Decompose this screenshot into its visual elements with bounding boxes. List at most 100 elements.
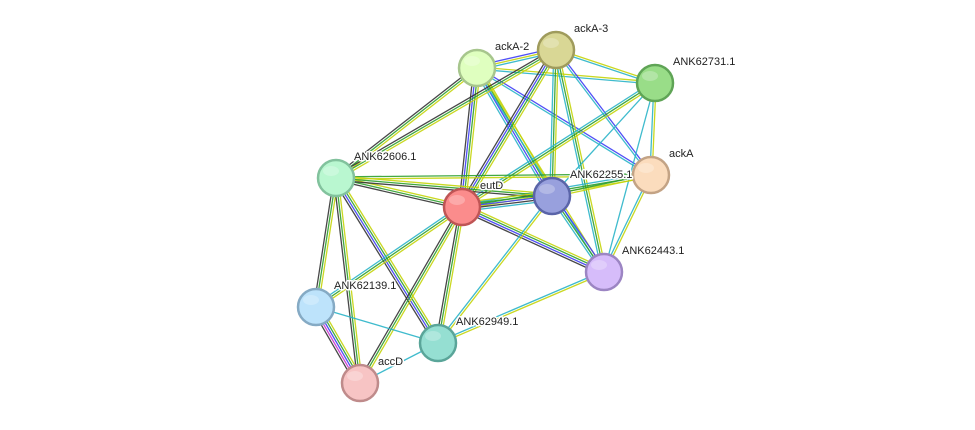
edge-evidence-line [462, 84, 657, 210]
edge-evidence-line [555, 49, 605, 273]
node-label: ackA [669, 148, 694, 160]
edge-evidence-line [477, 66, 656, 83]
node-label: accD [378, 356, 403, 368]
edge-ank62606-1-ank62255-1[interactable] [335, 175, 553, 199]
edge-ank62443-1-ank62949-1[interactable] [437, 270, 605, 345]
edge-acka-ank62606-1[interactable] [335, 173, 652, 180]
edge-evidence-line [437, 206, 463, 344]
edge-eutd-ank62139-1[interactable] [314, 204, 464, 310]
edge-evidence-line [336, 175, 553, 195]
edge-evidence-line [460, 209, 603, 276]
edge-evidence-line [334, 47, 556, 177]
edge-evidence-line [336, 175, 652, 180]
edges-layer [311, 47, 657, 386]
node-circle[interactable] [418, 323, 458, 363]
edge-evidence-line [435, 206, 461, 343]
node-label: ackA-3 [574, 23, 608, 35]
node-highlight [638, 163, 654, 173]
edge-evidence-line [316, 208, 464, 310]
edge-acka-2-ank62731-1[interactable] [476, 66, 656, 85]
edge-evidence-line [335, 173, 651, 178]
edge-evidence-line [557, 49, 607, 272]
edge-evidence-line [439, 207, 465, 344]
node-highlight [303, 295, 319, 305]
node-acka-2[interactable]: ackA-2 [457, 40, 531, 88]
edge-evidence-line [463, 203, 606, 270]
edge-ank62255-1-ank62949-1[interactable] [436, 194, 554, 345]
edge-evidence-line [361, 207, 465, 385]
edge-ank62731-1-ank62443-1[interactable] [603, 82, 656, 273]
node-highlight [591, 260, 607, 270]
edge-ank62139-1-ank62949-1[interactable] [315, 306, 439, 344]
edge-evidence-line [436, 194, 552, 343]
node-ank62949-1[interactable]: ANK62949.1 [418, 315, 520, 363]
node-circle[interactable] [316, 158, 356, 198]
edge-acka-3-eutd[interactable] [458, 47, 560, 210]
edge-evidence-line [335, 67, 478, 179]
edge-evidence-line [357, 205, 461, 383]
edge-eutd-ank62443-1[interactable] [460, 203, 606, 276]
edge-evidence-line [464, 68, 481, 208]
node-circle[interactable] [635, 63, 675, 103]
edge-ank62606-1-eutd[interactable] [335, 175, 463, 210]
node-ank62731-1[interactable]: ANK62731.1 [635, 55, 737, 103]
edge-evidence-line [551, 49, 557, 197]
edge-acka-2-eutd[interactable] [458, 67, 481, 208]
edge-evidence-line [549, 49, 555, 196]
edge-evidence-line [315, 206, 463, 308]
edge-evidence-line [335, 49, 557, 179]
edge-evidence-line [553, 50, 559, 197]
node-highlight [347, 371, 363, 381]
edge-acka-3-ank62255-1[interactable] [549, 49, 559, 197]
edge-eutd-ank62949-1[interactable] [435, 206, 465, 344]
edge-evidence-line [336, 175, 463, 206]
edge-evidence-line [333, 178, 359, 384]
edge-evidence-line [476, 68, 651, 177]
node-circle[interactable] [457, 48, 497, 88]
edge-evidence-line [554, 50, 651, 177]
node-circle[interactable] [631, 155, 671, 195]
edge-ank62606-1-ank62139-1[interactable] [313, 177, 339, 308]
node-acka-3[interactable]: ackA-3 [536, 22, 610, 70]
edge-evidence-line [335, 179, 552, 199]
edge-evidence-line [335, 177, 463, 208]
node-acka[interactable]: ackA [631, 147, 696, 195]
node-accd[interactable]: accD [340, 355, 405, 403]
node-eutd[interactable]: eutD [442, 179, 505, 227]
node-ank62255-1[interactable]: ANK62255.1 [532, 168, 634, 216]
node-highlight [539, 184, 555, 194]
edge-evidence-line [476, 68, 655, 85]
edge-evidence-line [315, 177, 337, 308]
edge-evidence-line [315, 306, 439, 344]
edge-evidence-line [314, 204, 462, 306]
edge-evidence-line [437, 270, 604, 343]
node-circle[interactable] [532, 176, 572, 216]
edge-evidence-line [313, 177, 335, 307]
node-circle[interactable] [296, 287, 336, 327]
edge-evidence-line [458, 47, 554, 206]
edge-acka-3-ank62443-1[interactable] [553, 49, 607, 273]
edge-evidence-line [336, 51, 558, 181]
node-ank62443-1[interactable]: ANK62443.1 [584, 244, 686, 292]
node-circle[interactable] [442, 187, 482, 227]
node-ank62139-1[interactable]: ANK62139.1 [296, 279, 398, 327]
node-label: ANK62731.1 [673, 56, 735, 68]
node-circle[interactable] [536, 30, 576, 70]
edge-acka-2-acka[interactable] [476, 66, 652, 177]
node-label: ANK62606.1 [354, 151, 416, 163]
node-highlight [323, 166, 339, 176]
node-circle[interactable] [340, 363, 380, 403]
edge-ank62731-1-eutd[interactable] [460, 80, 657, 210]
edge-acka-3-ank62606-1[interactable] [334, 47, 558, 181]
node-highlight [425, 331, 441, 341]
edge-eutd-accd[interactable] [357, 205, 465, 385]
edge-evidence-line [461, 207, 604, 274]
edge-evidence-line [462, 205, 605, 272]
node-ank62606-1[interactable]: ANK62606.1 [316, 150, 418, 198]
edge-evidence-line [553, 50, 603, 273]
edge-evidence-line [460, 80, 655, 206]
node-circle[interactable] [584, 252, 624, 292]
edge-evidence-line [336, 69, 479, 181]
edge-evidence-line [438, 196, 554, 345]
